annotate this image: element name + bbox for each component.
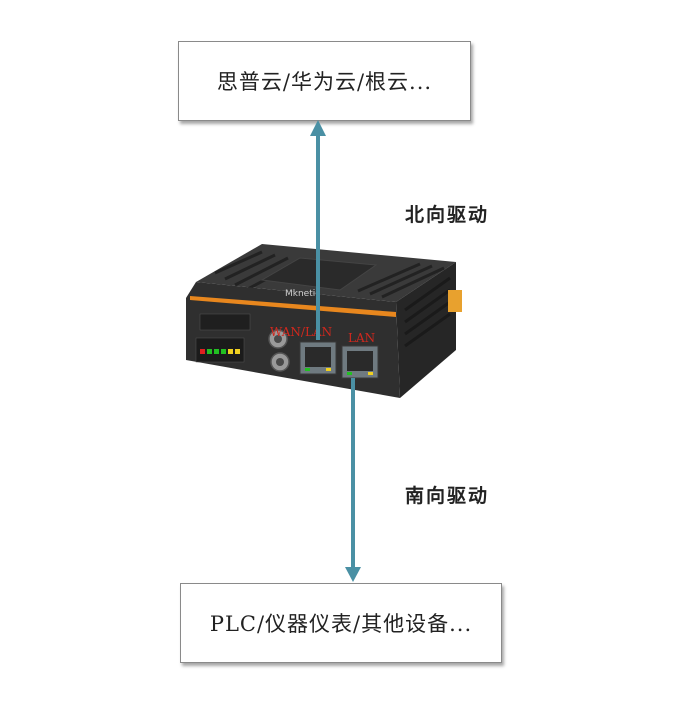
north-driver-label: 北向驱动	[405, 204, 490, 226]
cloud-platform-label: 思普云/华为云/根云...	[216, 70, 433, 94]
south-driver-label: 南向驱动	[405, 485, 490, 507]
wan-lan-port-label: WAN/LAN	[270, 325, 332, 339]
field-devices-label: PLC/仪器仪表/其他设备...	[209, 612, 473, 636]
device-brand-logo: Mknetic	[285, 289, 320, 299]
south-arrow	[345, 378, 361, 582]
gateway-device: WAN/LAN LAN Mknetic	[186, 244, 462, 398]
cloud-platform-box: 思普云/华为云/根云...	[178, 41, 471, 121]
lan-port-label: LAN	[348, 331, 375, 345]
north-arrow	[310, 120, 326, 340]
field-devices-box: PLC/仪器仪表/其他设备...	[180, 583, 502, 663]
